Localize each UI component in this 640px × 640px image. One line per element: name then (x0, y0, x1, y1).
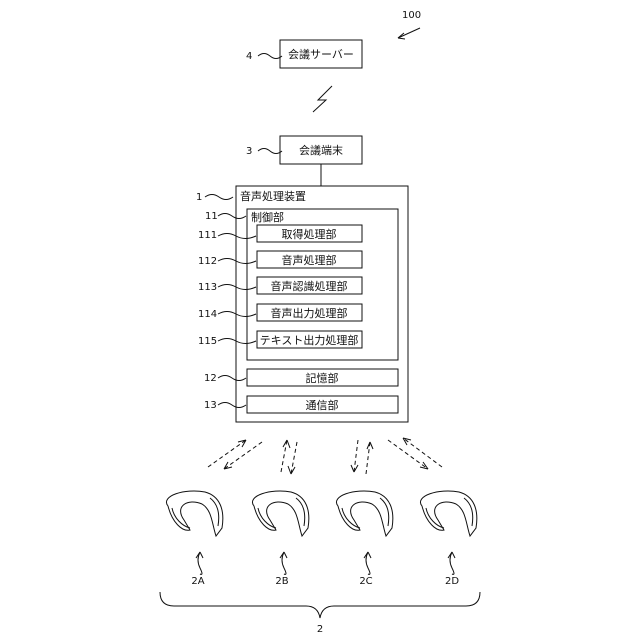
server-ref-leader (258, 54, 282, 59)
terminal-ref-leader (258, 149, 282, 154)
unit-ref-label: 112 (198, 256, 217, 267)
headset-ref-label: 2A (191, 576, 204, 587)
storage-ref-label: 12 (204, 373, 217, 384)
neckband-headset-2a (166, 491, 222, 536)
unit-label: 音声処理部 (282, 253, 337, 267)
unit-ref-label: 113 (198, 282, 217, 293)
unit-ref-label: 114 (198, 309, 217, 320)
neckband-headset-2c (336, 491, 392, 536)
unit-ref-leader (218, 312, 256, 317)
neckband-headset-2b (252, 491, 308, 536)
wireless-arrows-2d (388, 438, 442, 469)
headset-ref-label: 2D (445, 576, 459, 587)
device-ref-label: 1 (196, 192, 202, 203)
unit-label: テキスト出力処理部 (260, 333, 359, 347)
processing-unit-113: 113 音声認識処理部 (198, 277, 362, 294)
headset-group-ref-label: 2 (317, 624, 323, 635)
comm-ref-label: 13 (204, 400, 217, 411)
headset-group-brace (160, 592, 480, 618)
wireless-arrows-2c (351, 440, 373, 474)
headset-label-2a: 2A (191, 552, 204, 587)
headset-label-2c: 2C (359, 552, 372, 587)
terminal-ref-label: 3 (246, 146, 252, 157)
figure-ref-leader (398, 28, 420, 38)
control-ref-label: 11 (205, 211, 218, 222)
control-ref-leader (218, 214, 246, 219)
figure-ref-label: 100 (402, 10, 421, 21)
unit-ref-leader (218, 234, 256, 239)
unit-ref-label: 111 (198, 230, 217, 241)
neckband-headset-2d (420, 491, 476, 536)
wireless-arrows-2a (208, 440, 262, 469)
unit-ref-label: 115 (198, 336, 217, 347)
voice-processing-device-label: 音声処理装置 (240, 189, 306, 203)
wireless-arrows-2b (281, 440, 297, 474)
headset-ref-label: 2C (359, 576, 372, 587)
headset-ref-label: 2B (275, 576, 288, 587)
processing-unit-114: 114 音声出力処理部 (198, 304, 362, 321)
headset-label-2d: 2D (445, 552, 459, 587)
unit-label: 音声認識処理部 (271, 279, 348, 293)
processing-unit-111: 111 取得処理部 (198, 225, 362, 242)
wireless-link-icon (313, 86, 332, 112)
communication-unit-label: 通信部 (306, 398, 339, 412)
storage-ref-leader (218, 376, 246, 381)
headset-label-2b: 2B (275, 552, 288, 587)
unit-label: 取得処理部 (282, 227, 337, 241)
unit-ref-leader (218, 259, 256, 264)
processing-unit-115: 115 テキスト出力処理部 (198, 331, 362, 348)
conference-terminal-label: 会議端末 (299, 143, 343, 157)
device-ref-leader (205, 195, 233, 200)
unit-ref-leader (218, 339, 256, 344)
storage-unit-label: 記憶部 (306, 371, 339, 385)
unit-label: 音声出力処理部 (271, 306, 348, 320)
processing-unit-112: 112 音声処理部 (198, 251, 362, 268)
control-unit-label: 制御部 (251, 210, 284, 224)
unit-ref-leader (218, 285, 256, 290)
conference-server-label: 会議サーバー (288, 47, 354, 61)
comm-ref-leader (218, 403, 246, 408)
server-ref-label: 4 (246, 51, 252, 62)
